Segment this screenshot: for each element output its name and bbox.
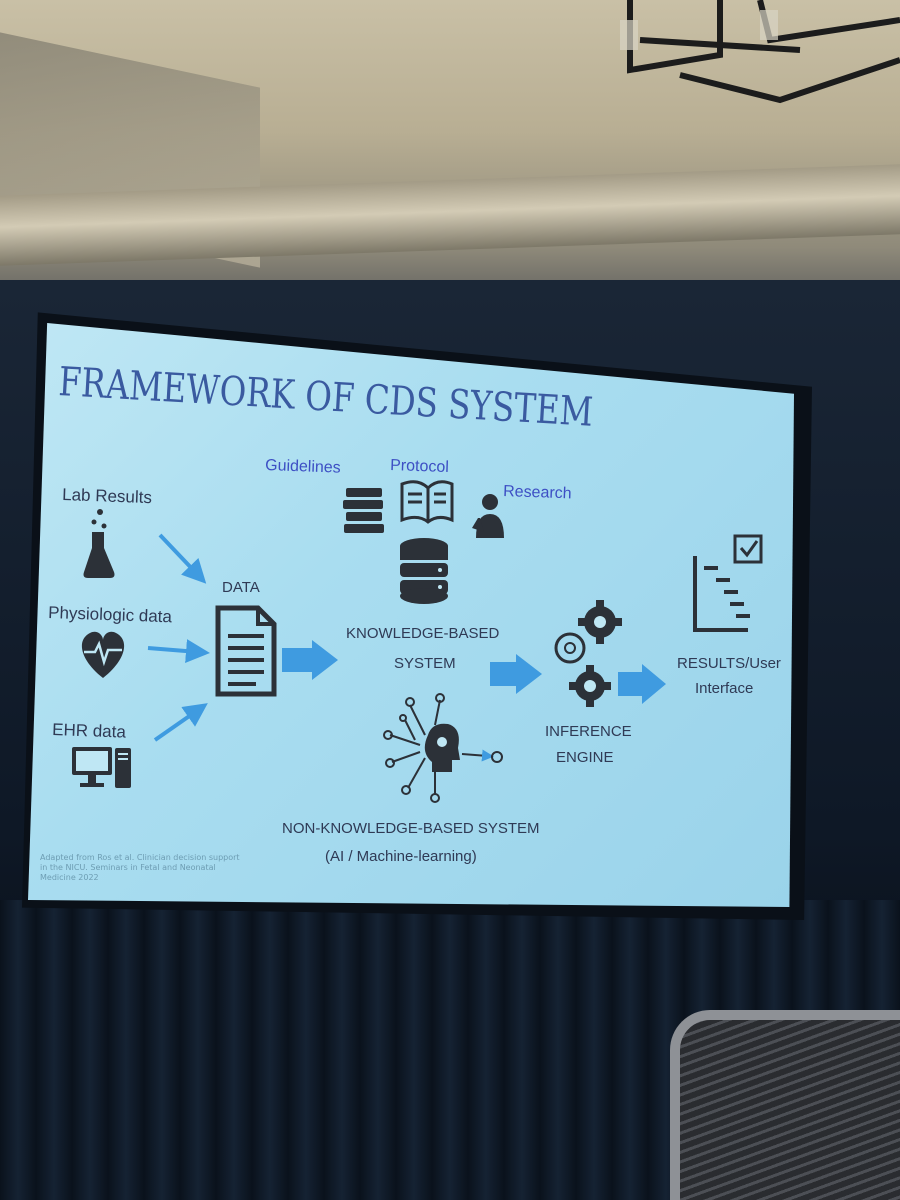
gears-icon xyxy=(554,600,622,707)
chandelier xyxy=(620,0,900,104)
arrow-data-to-knowledge xyxy=(282,640,338,680)
chair xyxy=(670,1010,900,1200)
projected-slide xyxy=(28,322,794,908)
arrow-physio-to-data xyxy=(147,639,210,664)
ai-network-icon xyxy=(383,693,503,803)
label-non-knowledge-1: NON-KNOWLEDGE-BASED SYSTEM xyxy=(282,820,540,837)
label-lab-results: Lab Results xyxy=(62,485,152,507)
flask-icon xyxy=(83,509,115,578)
results-checklist-icon xyxy=(693,534,763,632)
slide-title: FRAMEWORK OF CDS SYSTEM xyxy=(57,359,594,436)
researcher-icon xyxy=(472,494,504,538)
document-icon xyxy=(215,605,277,697)
label-protocol: Protocol xyxy=(390,457,449,476)
heart-icon xyxy=(81,631,125,678)
database-icon xyxy=(400,538,448,604)
label-results-2: Interface xyxy=(695,680,753,697)
label-knowledge-based-2: SYSTEM xyxy=(394,655,456,672)
label-guidelines: Guidelines xyxy=(265,457,341,477)
books-icon xyxy=(343,488,384,533)
citation: Adapted from Ros et al. Clinician decisi… xyxy=(40,853,240,882)
computer-icon xyxy=(72,747,131,788)
label-physiologic-data: Physiologic data xyxy=(48,603,173,626)
label-ehr-data: EHR data xyxy=(52,720,127,742)
label-inference-1: INFERENCE xyxy=(545,723,632,740)
arrow-knowledge-to-inference xyxy=(490,654,542,694)
arrow-ehr-to-data xyxy=(153,703,208,742)
label-inference-2: ENGINE xyxy=(556,749,614,766)
label-non-knowledge-2: (AI / Machine-learning) xyxy=(325,848,477,865)
open-book-icon xyxy=(400,480,454,524)
label-research: Research xyxy=(503,483,572,502)
label-data: DATA xyxy=(222,579,260,596)
label-knowledge-based-1: KNOWLEDGE-BASED xyxy=(346,625,500,642)
arrow-inference-to-results xyxy=(618,664,666,704)
label-results-1: RESULTS/User xyxy=(677,655,781,672)
arrow-lab-to-data xyxy=(158,533,207,584)
